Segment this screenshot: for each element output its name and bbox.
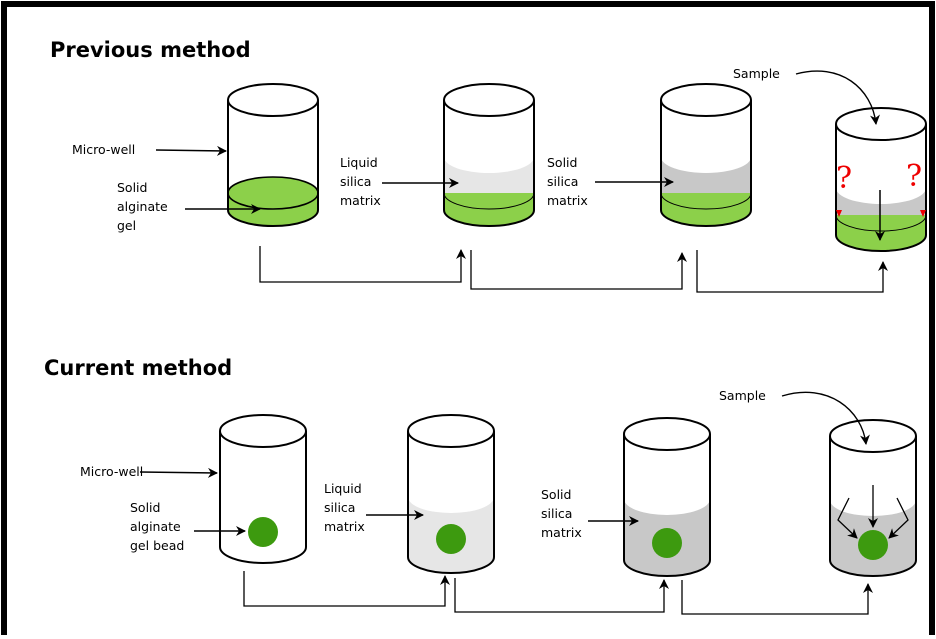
solid-alginate-bead-line-3: gel bead (130, 538, 184, 553)
alginate-gel-bead (436, 524, 466, 554)
liquid-silica-line-2: silica (340, 174, 371, 189)
alginate-gel-bead (652, 528, 682, 558)
liquid-silica-line-2: silica (324, 500, 355, 515)
previous-method-title: Previous method (50, 38, 251, 62)
alginate-gel-surface (227, 176, 319, 210)
solid-alginate-bead-line-1: Solid (130, 500, 160, 515)
solid-alginate-gel-line-3: gel (117, 218, 136, 233)
previous-well-1 (227, 83, 319, 227)
solid-silica-line-3: matrix (541, 525, 582, 540)
solid-silica-line-1: Solid (541, 487, 571, 502)
micro-well-rim (660, 83, 752, 117)
sample-diffusion-arrow-right (888, 497, 909, 539)
connector-3-4 (681, 580, 873, 615)
micro-well-rim (407, 414, 495, 448)
liquid-silica-line-3: matrix (340, 193, 381, 208)
connector-2-3 (454, 578, 669, 613)
previous-well-4: ? ? (835, 107, 927, 252)
micro-well-label: Micro-well (80, 464, 143, 479)
micro-well-rim (623, 417, 711, 451)
current-well-4 (829, 419, 917, 577)
question-mark-right: ? (906, 159, 922, 194)
sample-diffusion-arrow-left (837, 497, 858, 539)
leak-marker-left (836, 210, 842, 217)
liquid-silica-line-1: Liquid (324, 481, 362, 496)
solid-silica-line-3: matrix (547, 193, 588, 208)
alginate-gel-bead (248, 517, 278, 547)
current-well-1 (219, 414, 307, 564)
alginate-gel-layer (661, 193, 751, 226)
solid-alginate-bead-line-2: alginate (130, 519, 181, 534)
micro-well-pointer (139, 467, 218, 478)
current-well-3 (623, 417, 711, 577)
sample-pointer (781, 391, 870, 445)
liquid-silica-line-3: matrix (324, 519, 365, 534)
solid-silica-line-1: Solid (547, 155, 577, 170)
micro-well-rim (835, 107, 927, 141)
sample-label: Sample (733, 66, 780, 81)
connector-1-2 (243, 571, 450, 607)
connector-3-4 (696, 250, 888, 293)
leak-marker-right (920, 210, 926, 217)
alginate-gel-bead (858, 530, 888, 560)
solid-alginate-gel-line-1: Solid (117, 180, 147, 195)
micro-well-rim (829, 419, 917, 453)
solid-silica-line-2: silica (541, 506, 572, 521)
micro-well-rim (443, 83, 535, 117)
question-mark-left: ? (836, 161, 852, 196)
current-well-2 (407, 414, 495, 574)
micro-well-label: Micro-well (72, 142, 135, 157)
liquid-silica-line-1: Liquid (340, 155, 378, 170)
previous-well-3 (660, 83, 752, 227)
solid-alginate-gel-line-2: alginate (117, 199, 168, 214)
current-method-title: Current method (44, 356, 232, 380)
previous-well-2 (443, 83, 535, 227)
solid-silica-line-2: silica (547, 174, 578, 189)
connector-2-3 (470, 250, 687, 290)
sample-label: Sample (719, 388, 766, 403)
micro-well-rim (227, 83, 319, 117)
micro-well-pointer (155, 145, 227, 156)
sample-pointer (795, 70, 880, 125)
micro-well-rim (219, 414, 307, 448)
connector-1-2 (259, 246, 466, 283)
